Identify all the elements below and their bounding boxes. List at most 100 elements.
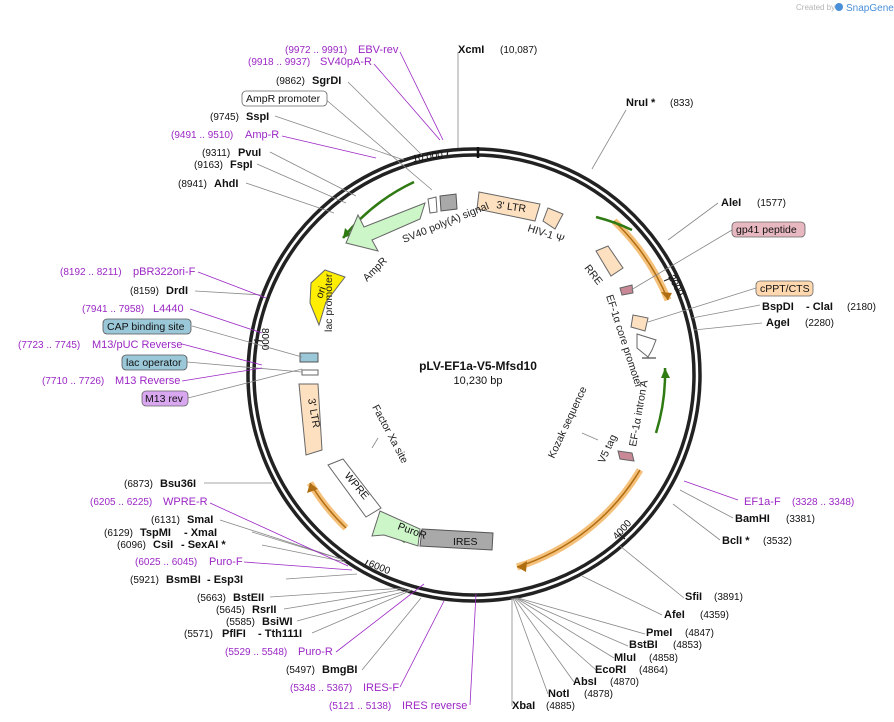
site-agei[interactable]: AgeI xyxy=(766,317,790,329)
primer-ef1a-f[interactable]: EF1a-F xyxy=(744,496,781,508)
site-rsrii[interactable]: RsrII xyxy=(252,604,276,616)
leader-csii xyxy=(261,544,347,563)
primer-ires-reverse[interactable]: IRES reverse xyxy=(402,700,467,712)
feature-wpre[interactable] xyxy=(327,458,382,518)
gp41-peptide-box[interactable] xyxy=(731,221,806,238)
site-xmai[interactable]: - XmaI xyxy=(184,527,217,539)
site-noti[interactable]: NotI xyxy=(548,688,569,700)
site-bspdi[interactable]: BspDI xyxy=(762,301,794,313)
site-pmei[interactable]: PmeI xyxy=(646,627,672,639)
ampr-promoter-box[interactable] xyxy=(241,90,328,107)
feature-cap-site[interactable] xyxy=(299,352,319,363)
primer-puro-r[interactable]: Puro-R xyxy=(298,646,333,658)
site-alei[interactable]: AleI xyxy=(721,197,741,209)
tick-label-10000: 10,000 xyxy=(412,150,444,165)
site-bamhi-pos: (3381) xyxy=(786,514,815,525)
site-clai[interactable]: - ClaI xyxy=(806,301,833,313)
site-bsiwi[interactable]: BsiWI xyxy=(262,616,293,628)
leader-pmei xyxy=(517,597,646,635)
leader-bsmbi xyxy=(285,573,358,580)
site-bcli[interactable]: BclI * xyxy=(722,535,750,547)
site-bstbi[interactable]: BstBI xyxy=(629,639,658,651)
site-sfii[interactable]: SfiI xyxy=(685,591,702,603)
primer-sv40pa-r-range: (9918 .. 9937) xyxy=(248,57,310,68)
site-bsteii[interactable]: BstEII xyxy=(233,592,264,604)
feature-gp41[interactable] xyxy=(619,284,634,296)
tick-4000 xyxy=(618,533,626,540)
feature-lac-promoter[interactable] xyxy=(301,369,319,376)
feature-ori[interactable] xyxy=(309,269,346,327)
feature-ires[interactable] xyxy=(419,528,494,551)
feature-v5[interactable] xyxy=(617,450,635,462)
gp41-arc xyxy=(595,215,633,232)
site-nrui[interactable]: NruI * xyxy=(626,97,656,109)
feature-3ltr-top[interactable] xyxy=(476,191,541,222)
feature-cppt[interactable] xyxy=(630,314,649,332)
site-bmgbi[interactable]: BmgBI xyxy=(322,664,357,676)
site-pvui[interactable]: PvuI xyxy=(238,147,261,159)
primer-ebv-rev[interactable]: EBV-rev xyxy=(358,44,399,56)
primer-m13-puc[interactable]: M13/pUC Reverse xyxy=(92,339,182,351)
site-ecori[interactable]: EcoRI xyxy=(595,664,626,676)
primer-l4440[interactable]: L4440 xyxy=(153,303,184,315)
site-absi[interactable]: AbsI xyxy=(573,676,597,688)
site-bsmbi[interactable]: BsmBI xyxy=(166,574,201,586)
site-noti-pos: (4878) xyxy=(584,689,613,700)
primer-amp-r[interactable]: Amp-R xyxy=(245,129,279,141)
site-sspi-pos: (9745) xyxy=(210,112,239,123)
site-smai-pos: (6131) xyxy=(151,515,180,526)
primer-sv40pa-r[interactable]: SV40pA-R xyxy=(320,56,372,68)
primer-ires-f[interactable]: IRES-F xyxy=(363,682,399,694)
site-bsu36i[interactable]: Bsu36I xyxy=(160,478,196,490)
backbone-inner xyxy=(252,153,696,597)
feature-puror[interactable] xyxy=(371,510,421,547)
site-csii-pos: (6096) xyxy=(117,540,146,551)
plasmid-name: pLV-EF1a-V5-Mfsd10 xyxy=(419,359,537,373)
site-sexai[interactable]: - SexAI * xyxy=(181,539,226,551)
feature-ampr-promoter[interactable] xyxy=(427,196,438,214)
site-csii[interactable]: CsiI xyxy=(153,539,173,551)
site-sgrdi[interactable]: SgrDI xyxy=(312,75,341,87)
site-rsrii-pos: (5645) xyxy=(216,605,245,616)
site-mlui[interactable]: MluI xyxy=(614,652,636,664)
brand-text[interactable]: SnapGene xyxy=(846,3,894,14)
site-tth111i[interactable]: - Tth111I xyxy=(258,628,302,640)
site-xcmi[interactable]: XcmI xyxy=(458,44,484,56)
cppt-cts-box[interactable] xyxy=(755,280,814,297)
feature-ampr[interactable] xyxy=(345,202,426,252)
primer-puro-f[interactable]: Puro-F xyxy=(209,556,243,568)
site-smai[interactable]: SmaI xyxy=(187,514,213,526)
label-lac-promoter: lac promoter xyxy=(323,273,335,332)
feature-rre[interactable] xyxy=(595,245,624,277)
site-afei[interactable]: AfeI xyxy=(664,609,685,621)
m13-rev-box[interactable] xyxy=(141,390,189,407)
site-bamhi[interactable]: BamHI xyxy=(735,513,770,525)
leader-cppt xyxy=(647,287,757,323)
cap-binding-box[interactable] xyxy=(102,318,192,335)
site-drdi[interactable]: DrdI xyxy=(166,285,188,297)
leader-bamhi xyxy=(679,489,734,519)
primer-pbr322ori-f[interactable]: pBR322ori-F xyxy=(133,266,196,278)
primer-pbr322ori-f-range: (8192 .. 8211) xyxy=(60,267,122,278)
primer-puro-f-range: (6025 .. 6045) xyxy=(135,557,197,568)
feature-hiv-psi[interactable] xyxy=(542,207,564,230)
leader-ebv xyxy=(399,51,444,141)
primer-wpre-r-range: (6205 .. 6225) xyxy=(90,497,152,508)
site-fspi[interactable]: FspI xyxy=(230,159,253,171)
feature-sv40-polya[interactable] xyxy=(439,193,458,212)
site-ahdi[interactable]: AhdI xyxy=(214,178,238,190)
feature-ef1a-core[interactable] xyxy=(636,333,657,358)
site-tspmi[interactable]: TspMI xyxy=(140,527,171,539)
site-esp3i[interactable]: - Esp3I xyxy=(207,574,243,586)
feature-3ltr-left[interactable] xyxy=(298,383,323,456)
site-alei-pos: (1577) xyxy=(757,198,786,209)
site-ahdi-pos: (8941) xyxy=(178,179,207,190)
site-xbai[interactable]: XbaI xyxy=(512,700,535,712)
primer-wpre-r[interactable]: WPRE-R xyxy=(163,496,208,508)
site-sspi[interactable]: SspI xyxy=(246,111,269,123)
primer-m13-reverse[interactable]: M13 Reverse xyxy=(115,375,180,387)
leader-pvui xyxy=(269,151,357,197)
primer-puro-r-range: (5529 .. 5548) xyxy=(225,647,287,658)
site-pflfi[interactable]: PflFI xyxy=(222,628,246,640)
lac-operator-box[interactable] xyxy=(121,354,188,371)
